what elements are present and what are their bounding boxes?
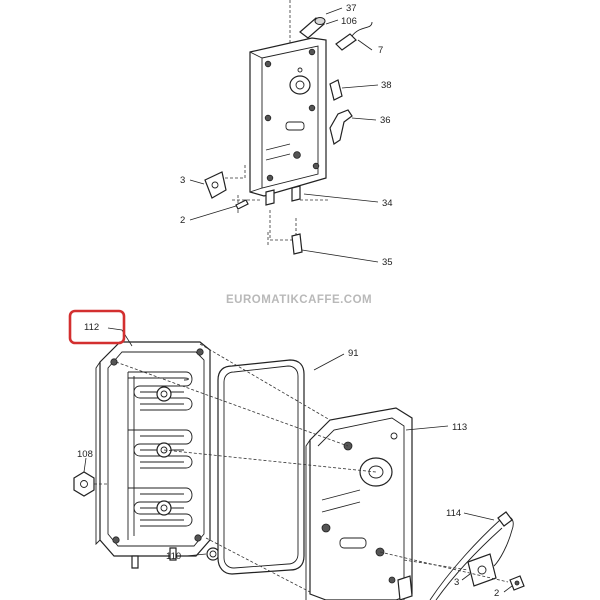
top-leader-lines [189,7,379,263]
callout-35: 35 [382,257,393,268]
callout-2-top: 2 [180,215,185,226]
callout-36: 36 [380,115,391,126]
bottom-dashed-lines [115,343,509,593]
clip-3-bottom [467,553,497,587]
callout-112: 112 [84,322,99,333]
callout-113: 113 [452,422,467,433]
callout-37: 37 [346,3,357,14]
callout-3-bottom: 3 [454,577,459,588]
callout-110: 110 [166,551,181,562]
callout-108: 108 [77,449,93,460]
cover-plate-113 [305,407,413,600]
callout-34: 34 [382,198,393,209]
watermark-text: EUROMATIKCAFFE.COM [226,294,372,306]
callout-3-top: 3 [180,175,185,186]
highlight-box-112 [68,309,126,345]
gasket-91 [217,359,305,575]
top-heating-plate-assembly [204,0,373,255]
oring-110 [206,547,220,561]
sensor-114 [429,511,514,600]
top-callout-labels: 37 106 7 38 36 3 2 34 35 [180,3,393,268]
callout-114: 114 [446,508,461,519]
callout-2-bottom: 2 [494,588,499,599]
bottom-callout-labels: 112 91 113 108 110 114 3 2 [77,322,499,599]
screw-2-bottom [509,575,525,591]
callout-106: 106 [341,16,357,27]
boiler-block-112 [95,341,211,569]
callout-38: 38 [381,80,392,91]
callout-7: 7 [378,45,383,56]
callout-91: 91 [348,348,359,359]
small-bracket-bottom [397,575,413,600]
